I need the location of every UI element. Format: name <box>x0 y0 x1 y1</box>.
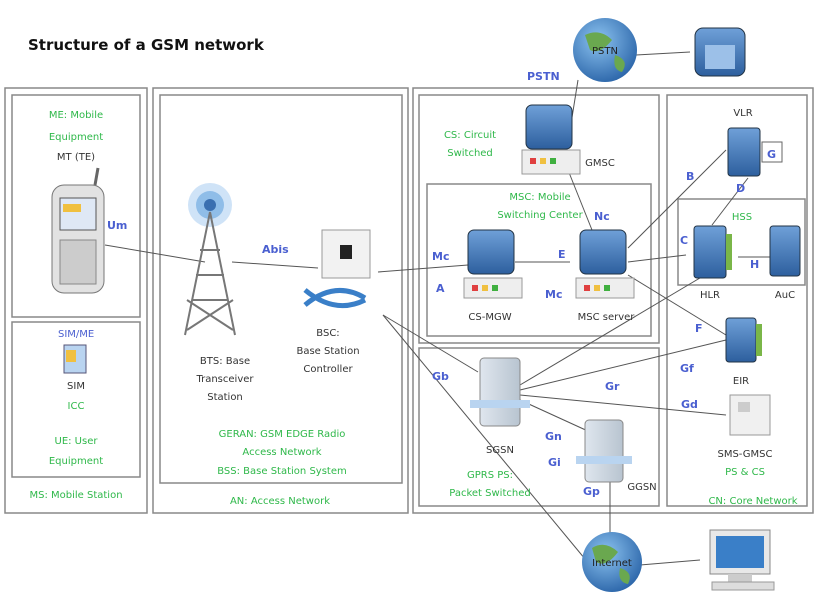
diagram-title: Structure of a GSM network <box>28 36 265 54</box>
eir-database-icon <box>725 317 762 363</box>
if-gf: Gf <box>680 362 694 375</box>
if-um: Um <box>107 219 127 232</box>
if-gd: Gd <box>681 398 698 411</box>
sgsn-label: SGSN <box>486 445 514 456</box>
sms-gmsc-icon <box>729 394 771 436</box>
me-box <box>11 94 141 318</box>
ggsn-server-icon <box>576 419 632 483</box>
cs-title-1: CS: Circuit <box>444 130 496 141</box>
if-b: B <box>686 170 694 183</box>
interface-labels: Um Abis A Mc Nc Mc E B G D C H F Gb Gr G… <box>107 70 776 498</box>
cn-inner-box <box>666 94 808 507</box>
cs-title-2: Switched <box>447 148 493 159</box>
gmsc-phone-icon <box>521 104 581 175</box>
if-a: A <box>436 282 445 295</box>
pstn-globe-label: PSTN <box>592 46 618 57</box>
if-gr: Gr <box>605 380 620 393</box>
bts-label-3: Station <box>207 392 243 403</box>
if-d: D <box>736 182 745 195</box>
ggsn-label: GGSN <box>627 482 656 493</box>
if-mc-bottom: Mc <box>545 288 562 301</box>
landline-phone-icon <box>694 27 746 77</box>
desktop-computer-icon <box>709 529 775 591</box>
bts-label-1: BTS: Base <box>200 356 250 367</box>
if-nc: Nc <box>594 210 610 223</box>
msc-title-1: MSC: Mobile <box>509 192 570 203</box>
sms-gmsc-label-1: SMS-GMSC <box>717 449 772 460</box>
bsc-icon <box>303 229 371 309</box>
bsc-label-1: BSC: <box>316 328 339 339</box>
sim-card-icon <box>63 344 87 374</box>
if-gp: Gp <box>583 485 600 498</box>
csmgw-phone-icon <box>463 229 523 299</box>
geran-label-3: BSS: Base Station System <box>217 466 346 477</box>
bts-label-2: Transceiver <box>195 374 254 385</box>
sms-gmsc-label-2: PS & CS <box>725 467 765 478</box>
section-boxes <box>4 87 814 514</box>
if-c: C <box>680 234 688 247</box>
me-subtitle: MT (TE) <box>57 152 95 163</box>
hss-label: HSS <box>732 212 752 223</box>
gmsc-label: GMSC <box>585 158 615 169</box>
ps-footer-2: Packet Switched <box>449 488 530 499</box>
ms-box <box>4 87 148 514</box>
if-pstn: PSTN <box>527 70 560 83</box>
if-g: G <box>767 148 776 161</box>
auc-database-icon <box>769 225 801 277</box>
msc-title-2: Switching Center <box>497 210 583 221</box>
if-abis: Abis <box>262 243 289 256</box>
cs-box <box>418 94 660 344</box>
connection-lines <box>104 51 770 566</box>
sim-label: SIM <box>67 381 85 392</box>
ue-title-1: UE: User <box>55 436 99 447</box>
ms-footer: MS: Mobile Station <box>29 490 122 501</box>
vlr-database-icon <box>727 127 783 177</box>
auc-label: AuC <box>775 290 795 301</box>
if-f: F <box>695 322 703 335</box>
geran-box <box>159 94 403 484</box>
cn-box <box>412 87 814 514</box>
ue-box <box>11 321 141 478</box>
hlr-label: HLR <box>700 290 720 301</box>
geran-label-2: Access Network <box>242 447 321 458</box>
bsc-label-2: Base Station <box>296 346 359 357</box>
cn-footer: CN: Core Network <box>708 496 797 507</box>
vlr-label: VLR <box>733 108 752 119</box>
if-gi: Gi <box>548 456 561 469</box>
if-gb: Gb <box>432 370 449 383</box>
if-h: H <box>750 258 759 271</box>
me-title-1: ME: Mobile <box>49 110 103 121</box>
ps-footer-1: GPRS PS: <box>467 470 513 481</box>
ue-title-2: Equipment <box>49 456 103 467</box>
simme-label: SIM/ME <box>58 329 94 340</box>
internet-globe-label: Internet <box>592 558 632 569</box>
mobile-phone-icon <box>51 167 105 294</box>
msc-server-label: MSC server <box>578 312 636 323</box>
an-box <box>152 87 409 514</box>
an-footer: AN: Access Network <box>230 496 330 507</box>
hss-box <box>677 198 806 286</box>
eir-label: EIR <box>733 376 749 387</box>
me-title-2: Equipment <box>49 132 103 143</box>
internet-globe-icon <box>582 532 642 592</box>
bsc-label-3: Controller <box>303 364 353 375</box>
if-e: E <box>558 248 566 261</box>
msc-box <box>426 183 652 337</box>
if-mc1: Mc <box>432 250 449 263</box>
geran-label-1: GERAN: GSM EDGE Radio <box>219 429 346 440</box>
pstn-globe-icon <box>573 18 637 82</box>
hlr-database-icon <box>693 225 732 279</box>
icc-label: ICC <box>68 401 85 412</box>
csmgw-label: CS-MGW <box>468 312 511 323</box>
if-gn: Gn <box>545 430 562 443</box>
sgsn-server-icon <box>470 357 530 427</box>
ps-box <box>418 347 660 507</box>
msc-server-phone-icon <box>575 229 635 299</box>
bts-tower-icon <box>184 183 236 336</box>
